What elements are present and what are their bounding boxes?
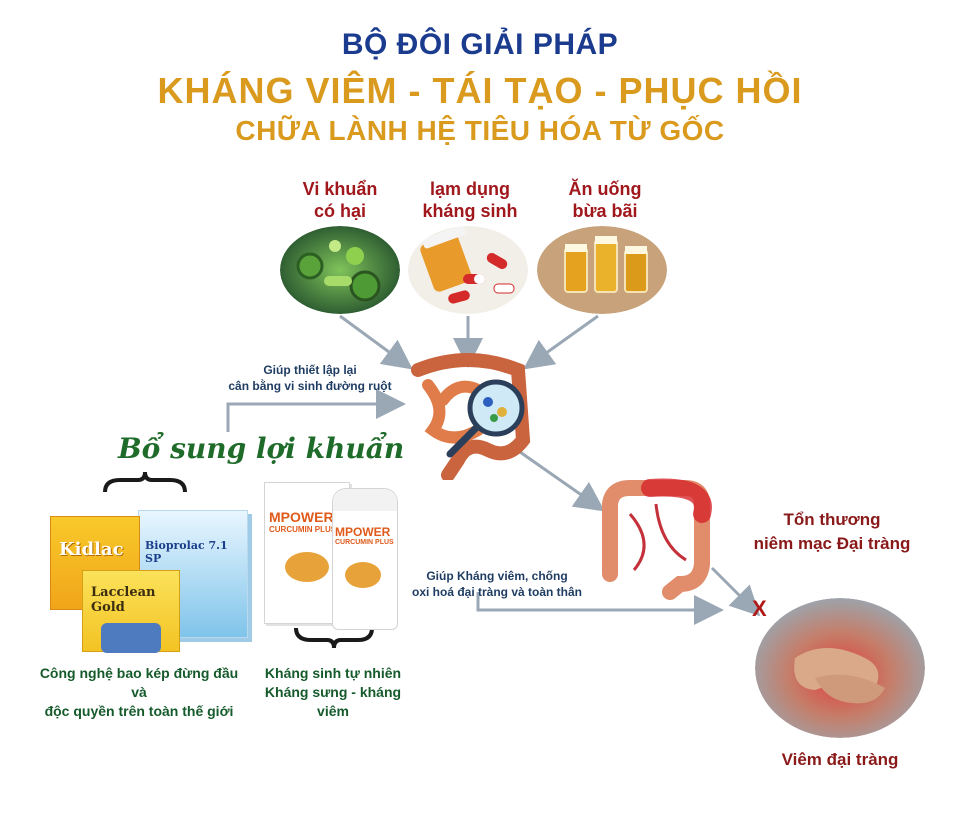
cause-label-eating-line2: bừa bãi: [572, 201, 638, 221]
probiotic-section-title: Bổ sung lợi khuẩn: [118, 432, 405, 465]
mpower-box-brand: MPOWER: [269, 509, 334, 525]
cause-label-bacteria-line2: có hại: [313, 201, 366, 221]
arrow-eating-to-gut: [523, 314, 599, 370]
pills-icon: [408, 226, 528, 314]
damage-label-line2: niêm mạc Đại tràng: [753, 534, 911, 553]
cause-label-eating: Ăn uống bừa bãi: [545, 178, 665, 222]
arrow-gut-to-colon: [519, 450, 605, 512]
curcumin-caption: Kháng sinh tự nhiên Kháng sưng - kháng v…: [248, 664, 418, 721]
cause-label-bacteria-line1: Vi khuẩn: [302, 179, 378, 199]
antiinflammatory-note-line1: Giúp Kháng viêm, chống: [426, 569, 568, 583]
headline-line2: KHÁNG VIÊM - TÁI TẠO - PHỤC HỒI: [157, 70, 803, 111]
intestine-icon: [398, 350, 538, 482]
cause-label-antibiotics-line2: kháng sinh: [422, 201, 518, 221]
arrow-curcumin-to-colon: [476, 592, 724, 625]
arrow-bacteria-to-gut: [339, 314, 413, 370]
mpower-bottle-brand: MPOWER: [335, 525, 391, 539]
damage-label: Tổn thương niêm mạc Đại tràng: [742, 508, 922, 556]
bioprolac-brand: Bioprolac 7.1 SP: [145, 539, 228, 565]
antiinflammatory-note-line2: oxi hoá đại tràng và toàn thân: [411, 585, 583, 599]
curcumin-caption-line1: Kháng sinh tự nhiên: [264, 665, 402, 681]
bottle-cap: [333, 489, 397, 511]
capsule-image-icon: [101, 623, 161, 653]
curcumin-caption-line2: Kháng sưng - kháng viêm: [264, 684, 402, 719]
headline-line1: BỘ ĐÔI GIẢI PHÁP: [341, 28, 619, 61]
probiotic-note: Giúp thiết lập lại cân bằng vi sinh đườn…: [220, 362, 400, 394]
probiotic-note-line2: cân bằng vi sinh đường ruột: [228, 379, 392, 393]
bacteria-icon: [280, 226, 400, 314]
colon-icon: [590, 474, 720, 604]
probiotic-caption-line1: Công nghệ bao kép đừng đầu và: [39, 665, 239, 700]
probiotic-caption-line2: độc quyền trên toàn thế giới: [44, 703, 234, 719]
lacclean-brand: Lacclean Gold: [91, 585, 156, 615]
cause-label-bacteria: Vi khuẩn có hại: [280, 178, 400, 222]
antiinflammatory-note: Giúp Kháng viêm, chống oxi hoá đại tràng…: [402, 568, 592, 600]
damage-label-line1: Tổn thương: [783, 510, 881, 529]
cause-label-eating-line1: Ăn uống: [568, 179, 642, 199]
mpower-box-sub: CURCUMIN PLUS: [269, 525, 337, 534]
mpower-bottle: MPOWER CURCUMIN PLUS: [332, 488, 398, 630]
turmeric-icon: [285, 552, 329, 582]
mpower-bottle-sub: CURCUMIN PLUS: [335, 539, 394, 546]
cause-label-antibiotics: lạm dụng kháng sinh: [405, 178, 535, 222]
headline-line3: CHỮA LÀNH HỆ TIÊU HÓA TỪ GỐC: [235, 115, 725, 146]
brace-probiotics: [103, 471, 187, 493]
cause-label-antibiotics-line1: lạm dụng: [430, 179, 510, 199]
beer-glasses-icon: [537, 226, 667, 314]
arrow-colon-to-result: [710, 566, 761, 617]
probiotic-caption: Công nghệ bao kép đừng đầu và độc quyền …: [34, 664, 244, 721]
blocked-x-mark: X: [752, 596, 767, 621]
lacclean-box: Lacclean Gold: [82, 570, 180, 653]
result-label: Viêm đại tràng: [781, 750, 899, 769]
kidlac-brand: Kidlac: [59, 539, 124, 560]
turmeric-bottle-icon: [345, 562, 381, 588]
abdominal-pain-icon: [755, 598, 925, 738]
probiotic-note-line1: Giúp thiết lập lại: [263, 363, 357, 377]
arrow-probiotic-to-gut: [226, 389, 406, 432]
brace-curcumin: [294, 627, 374, 649]
